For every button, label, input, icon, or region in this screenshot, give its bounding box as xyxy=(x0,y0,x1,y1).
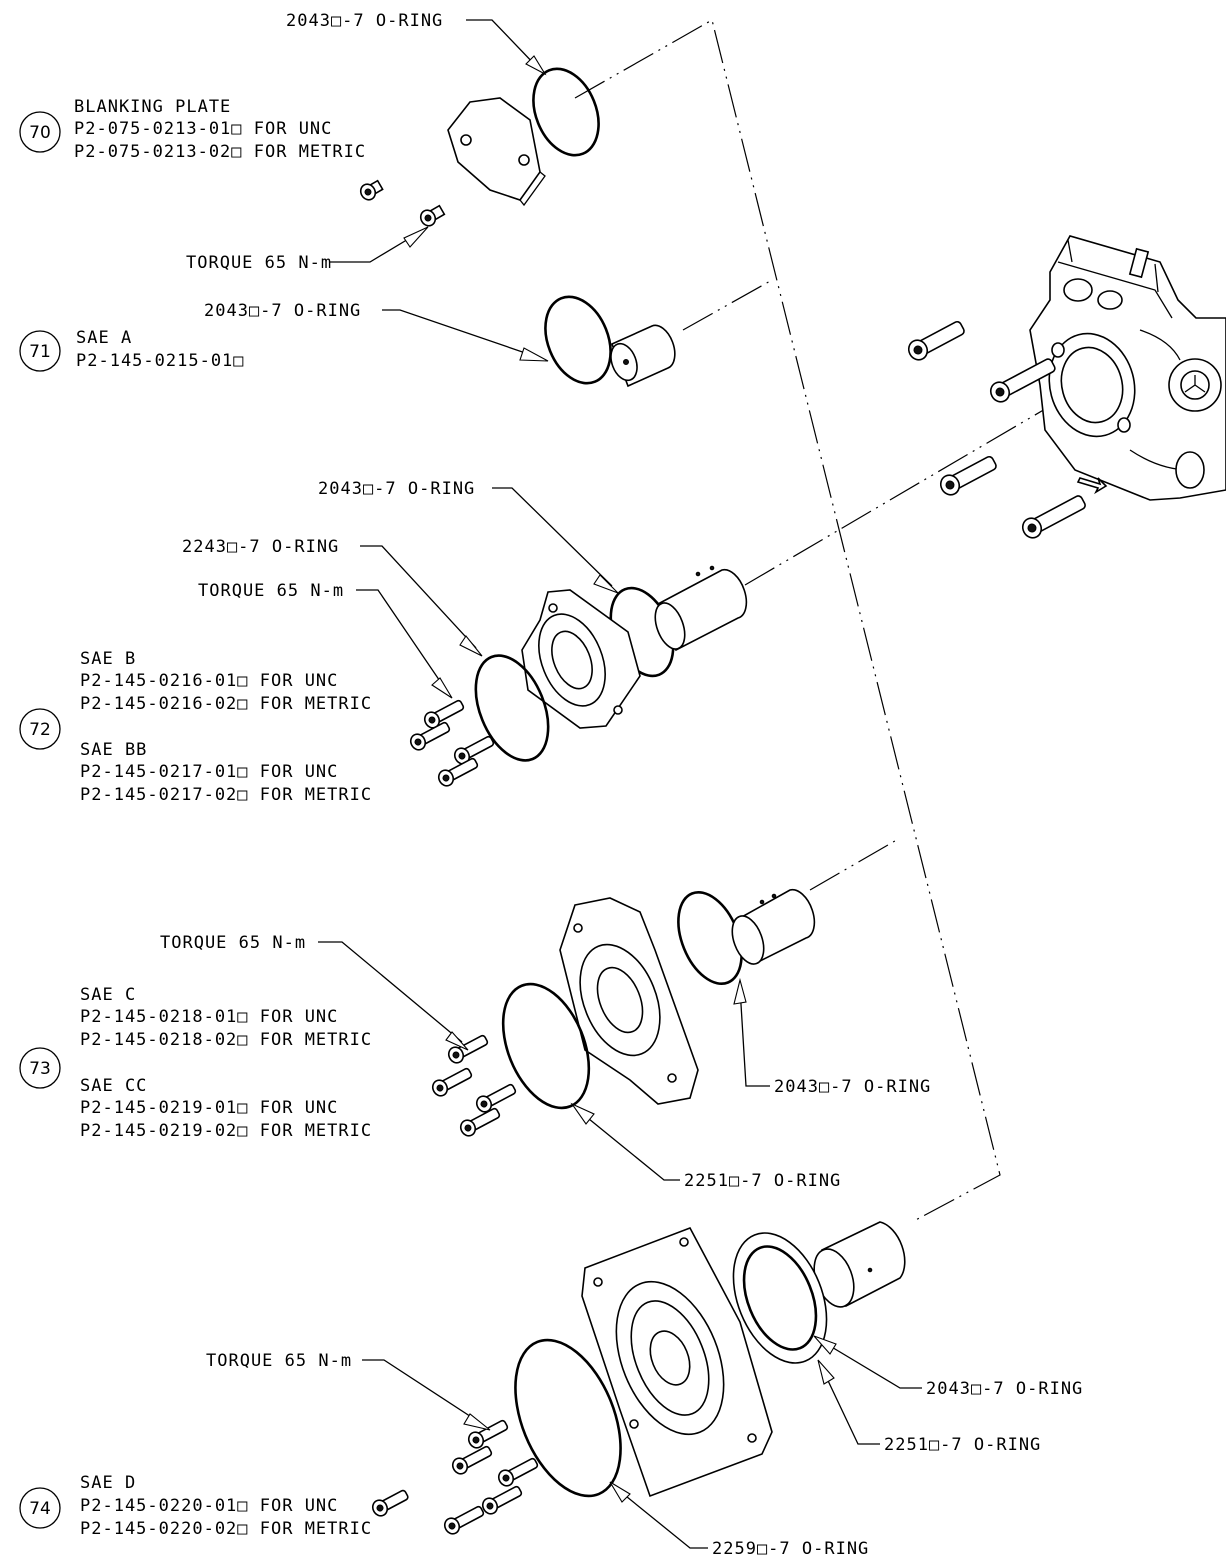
center-lines xyxy=(574,19,1053,1223)
part-71-sae-a xyxy=(544,295,676,388)
notes: 2043□-7 O-RING TORQUE 65 N-m 2043□-7 O-R… xyxy=(160,11,1083,1559)
note-torque-73: TORQUE 65 N-m xyxy=(160,933,306,953)
note-torque-70: TORQUE 65 N-m xyxy=(186,253,332,273)
callout-74-line-1: SAE D xyxy=(80,1473,136,1493)
part-72-sae-b xyxy=(409,565,748,787)
callout-72-line-6: P2-145-0217-02□ FOR METRIC xyxy=(80,785,372,805)
housing-bolts xyxy=(907,320,1086,539)
bolts-72 xyxy=(409,699,495,787)
callout-number-71: 71 xyxy=(29,342,51,362)
callout-72: 72 SAE B P2-145-0216-01□ FOR UNC P2-145-… xyxy=(19,649,372,805)
part-74-sae-d xyxy=(371,1221,906,1535)
note-oring-73b: 2251□-7 O-RING xyxy=(684,1171,841,1191)
callout-72-line-1: SAE B xyxy=(80,649,136,669)
callout-72-line-3: P2-145-0216-02□ FOR METRIC xyxy=(80,694,372,714)
part-70-blanking-plate xyxy=(359,67,600,227)
callout-73: 73 SAE C P2-145-0218-01□ FOR UNC P2-145-… xyxy=(19,985,372,1141)
callout-circle-74 xyxy=(19,1487,61,1529)
callout-74-line-2: P2-145-0220-01□ FOR UNC xyxy=(80,1496,338,1516)
note-torque-72: TORQUE 65 N-m xyxy=(198,581,344,601)
note-torque-74: TORQUE 65 N-m xyxy=(206,1351,352,1371)
bolts-73 xyxy=(431,1034,517,1137)
callout-72-line-4: SAE BB xyxy=(80,740,147,760)
callout-73-line-3: P2-145-0218-02□ FOR METRIC xyxy=(80,1030,372,1050)
note-oring-74a: 2043□-7 O-RING xyxy=(926,1379,1083,1399)
callout-number-70: 70 xyxy=(29,123,51,143)
callout-73-line-1: SAE C xyxy=(80,985,136,1005)
callout-number-74: 74 xyxy=(29,1499,51,1519)
callout-73-line-6: P2-145-0219-02□ FOR METRIC xyxy=(80,1121,372,1141)
callout-72-line-5: P2-145-0217-01□ FOR UNC xyxy=(80,762,338,782)
leader-lines xyxy=(318,19,922,1549)
callout-73-line-5: P2-145-0219-01□ FOR UNC xyxy=(80,1098,338,1118)
note-oring-72a: 2043□-7 O-RING xyxy=(318,479,475,499)
callout-71-line-1: SAE A xyxy=(76,328,132,348)
note-oring-71: 2043□-7 O-RING xyxy=(204,301,361,321)
part-73-sae-c xyxy=(431,888,816,1137)
note-oring-74b: 2251□-7 O-RING xyxy=(884,1435,1041,1455)
note-oring-73a: 2043□-7 O-RING xyxy=(774,1077,931,1097)
callout-70-line-3: P2-075-0213-02□ FOR METRIC xyxy=(74,142,366,162)
callout-number-73: 73 xyxy=(29,1059,51,1079)
callout-70: 70 BLANKING PLATE P2-075-0213-01□ FOR UN… xyxy=(19,97,366,162)
callout-circle-72 xyxy=(19,708,61,750)
callout-71: 71 SAE A P2-145-0215-01□ xyxy=(19,328,245,372)
callout-73-line-2: P2-145-0218-01□ FOR UNC xyxy=(80,1007,338,1027)
callout-70-line-2: P2-075-0213-01□ FOR UNC xyxy=(74,119,332,139)
callout-72-line-2: P2-145-0216-01□ FOR UNC xyxy=(80,671,338,691)
callout-70-line-1: BLANKING PLATE xyxy=(74,97,231,117)
pump-housing xyxy=(1029,235,1226,501)
callout-number-72: 72 xyxy=(29,720,51,740)
note-oring-top: 2043□-7 O-RING xyxy=(286,11,443,31)
callout-circle-70 xyxy=(19,111,61,153)
callout-74: 74 SAE D P2-145-0220-01□ FOR UNC P2-145-… xyxy=(19,1473,372,1539)
bolts-74 xyxy=(371,1419,539,1535)
callout-73-line-4: SAE CC xyxy=(80,1076,147,1096)
note-oring-74c: 2259□-7 O-RING xyxy=(712,1539,869,1559)
callout-circle-71 xyxy=(19,330,61,372)
callout-74-line-3: P2-145-0220-02□ FOR METRIC xyxy=(80,1519,372,1539)
callout-circle-73 xyxy=(19,1047,61,1089)
callout-71-line-2: P2-145-0215-01□ xyxy=(76,351,245,371)
note-oring-72b: 2243□-7 O-RING xyxy=(182,537,339,557)
